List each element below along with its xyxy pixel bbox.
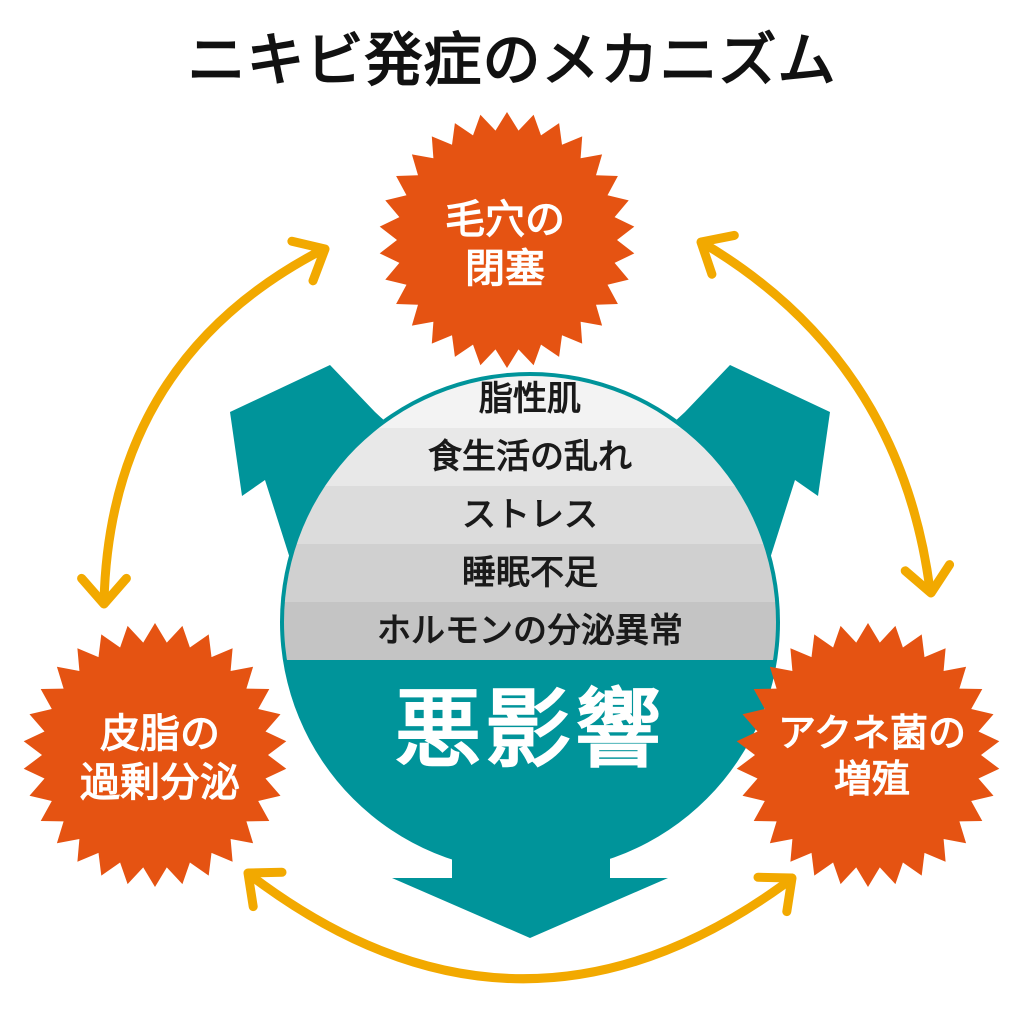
factor-oily-skin: 脂性肌: [479, 379, 581, 419]
factor-hormone-imbalance: ホルモンの分泌異常: [377, 611, 683, 651]
badge-label-excess-sebum: 皮脂の 過剰分泌: [50, 710, 270, 808]
badge-line: アクネ菌の: [777, 711, 967, 755]
cycle-arrow-head: [243, 867, 287, 912]
factor-band: [284, 544, 776, 602]
cycle-arrow-bottom-arc: [245, 870, 795, 984]
page-title: ニキビ発症のメカニズム: [187, 26, 837, 94]
cycle-arrow-head: [696, 230, 739, 279]
starburst-badge-top: [379, 112, 635, 368]
badge-label-acne-bacteria: アクネ菌の 増殖: [752, 710, 992, 803]
factor-poor-diet: 食生活の乱れ: [428, 437, 632, 477]
cycle-arrow-right-arc: [698, 238, 935, 595]
teal-arrow-down: [392, 850, 668, 938]
badge-line: 増殖: [833, 757, 910, 802]
badge-line: 毛穴の: [445, 197, 565, 243]
factor-lack-of-sleep: 睡眠不足: [462, 553, 598, 593]
factor-band: [284, 602, 776, 660]
factor-stress: ストレス: [462, 495, 598, 535]
starburst-badge-left: [23, 623, 287, 887]
badge-line: 過剰分泌: [80, 759, 240, 806]
teal-arrow-upper-right: [660, 365, 830, 590]
cycle-arrow-head: [753, 872, 797, 917]
starburst-badge-right: [736, 623, 1000, 887]
badge-label-pore-clogging: 毛穴の 閉塞: [425, 196, 585, 294]
cycle-arrow-head: [287, 236, 330, 286]
factor-band: [284, 486, 776, 544]
cycle-arrow-head: [77, 573, 131, 609]
impact-label: 悪影響: [395, 680, 665, 780]
badge-line: 皮脂の: [100, 711, 220, 757]
cycle-arrows: [77, 230, 955, 984]
cycle-arrow-left-arc: [99, 245, 327, 607]
cycle-arrow-head: [900, 560, 955, 598]
teal-arrow-upper-left: [230, 365, 400, 590]
badge-line: 閉塞: [465, 245, 545, 292]
